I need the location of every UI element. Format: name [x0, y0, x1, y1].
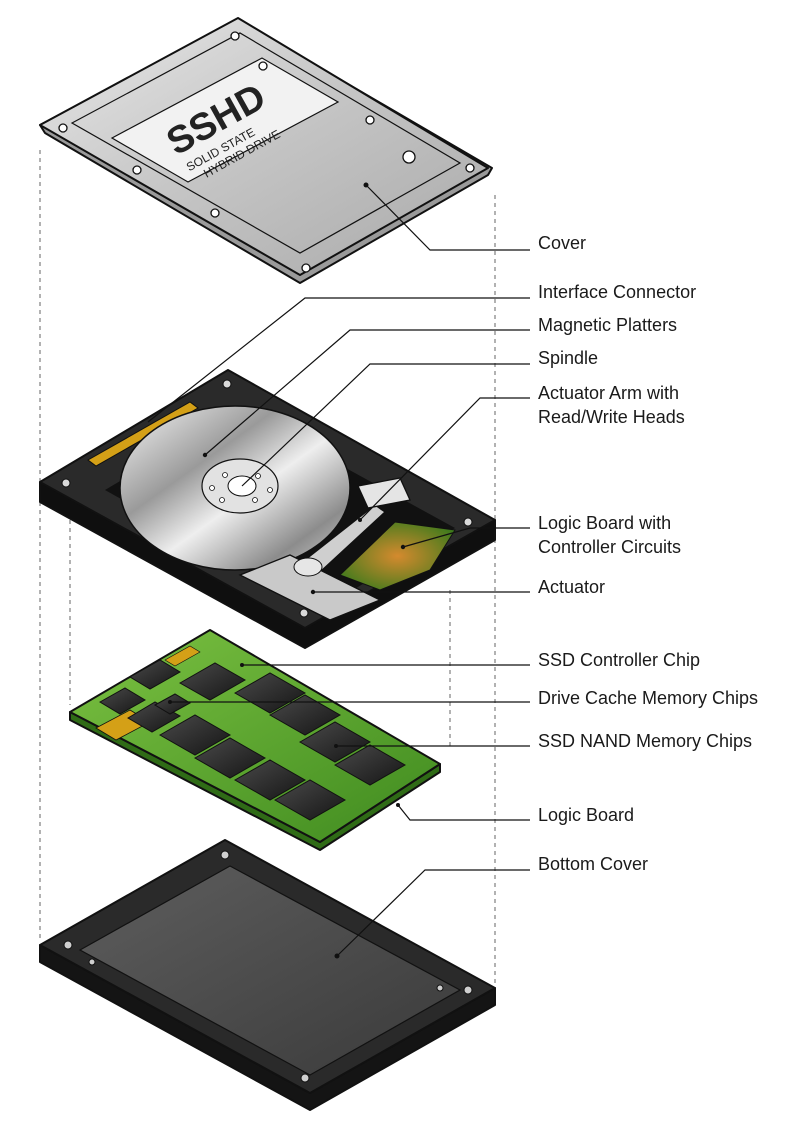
- actuator: [238, 554, 382, 621]
- label-bottom-cover: Bottom Cover: [538, 854, 648, 874]
- label-ssd-nand-memory-chips: SSD NAND Memory Chips: [538, 731, 752, 751]
- bottom-cover: [39, 839, 496, 1111]
- top-cover: SSHD SOLID STATE HYBRID DRIVE: [39, 17, 493, 284]
- hdd-chassis: [39, 369, 496, 649]
- label-cover: Cover: [538, 233, 586, 253]
- label-logic-board: Logic Board: [538, 805, 634, 825]
- nand-chip-4: [333, 744, 407, 786]
- nand-chip-6: [193, 737, 267, 779]
- bottom-cover-screws: [63, 850, 473, 1083]
- cache-chip: [99, 687, 146, 715]
- label-logic-board-hdd-line2: Controller Circuits: [538, 537, 681, 557]
- hdd-logic-board: [339, 521, 456, 591]
- ssd-board: [69, 629, 441, 851]
- nand-chip-5: [158, 714, 232, 756]
- nand-chip-1: [233, 672, 307, 714]
- label-logic-board-hdd-line1: Logic Board with: [538, 513, 671, 533]
- nand-chip-3: [298, 721, 372, 763]
- label-drive-cache-memory-chips: Drive Cache Memory Chips: [538, 688, 758, 708]
- cover-label-plate: [110, 57, 340, 183]
- label-actuator: Actuator: [538, 577, 605, 597]
- label-actuator-arm-line1: Actuator Arm with: [538, 383, 679, 403]
- cover-screws: [58, 31, 475, 273]
- leader-lines: [147, 184, 530, 957]
- chassis-screws: [61, 379, 473, 618]
- interface-connector: [87, 401, 199, 467]
- ssd-chips: [99, 659, 407, 821]
- label-spindle: Spindle: [538, 348, 598, 368]
- alignment-guides: [39, 150, 496, 985]
- label-interface-connector: Interface Connector: [538, 282, 696, 302]
- callout-labels: Cover Interface Connector Magnetic Platt…: [538, 233, 758, 874]
- nand-chip-7: [233, 759, 307, 801]
- label-magnetic-platters: Magnetic Platters: [538, 315, 677, 335]
- nand-chip-8: [273, 779, 347, 821]
- label-ssd-controller-chip: SSD Controller Chip: [538, 650, 700, 670]
- ssd-controller-chip: [178, 662, 247, 701]
- label-actuator-arm-line2: Read/Write Heads: [538, 407, 685, 427]
